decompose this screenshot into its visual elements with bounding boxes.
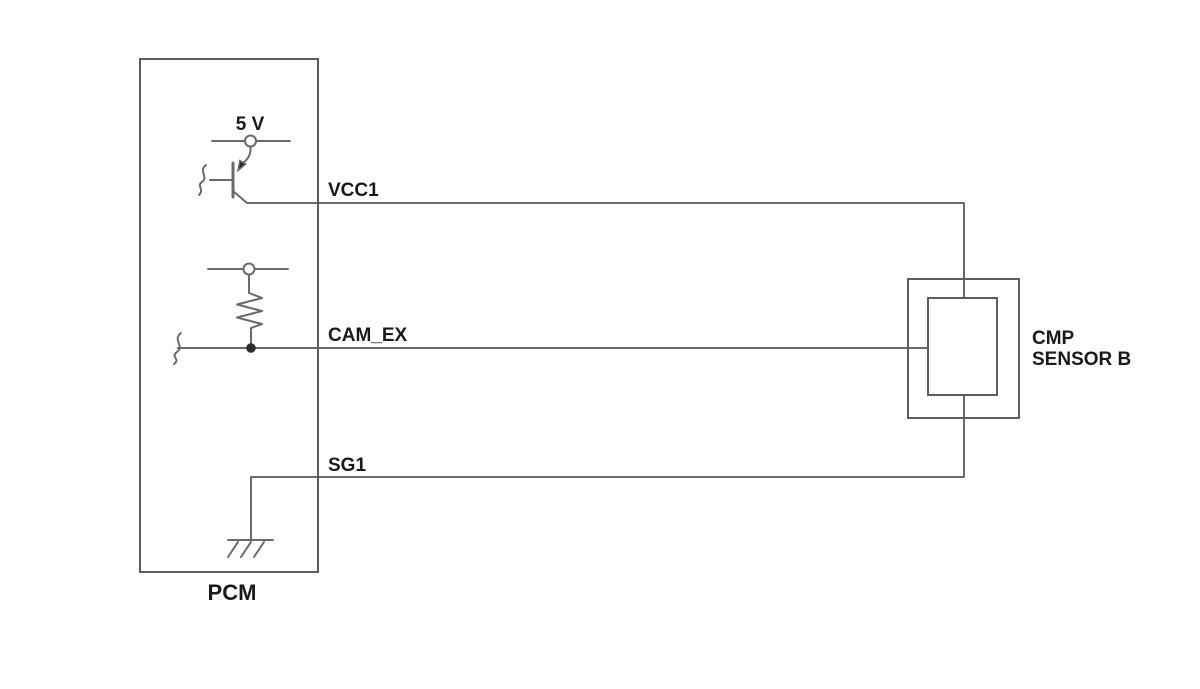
sensor-outer-box: [907, 278, 1020, 419]
transistor-emitter-wire: [242, 146, 252, 164]
supply-voltage-label: 5 V: [236, 114, 265, 135]
wire-layer: [173, 140, 965, 558]
cam-ex-wire-break-squiggle-icon: [173, 332, 182, 365]
resistor-icon: [236, 274, 263, 345]
net-label-sg1: SG1: [328, 455, 366, 476]
sg1-wire: [250, 394, 965, 541]
junction-dot-icon: [246, 343, 256, 353]
node-layer: [236, 134, 257, 353]
sensor-label-line1: CMP: [1032, 328, 1075, 349]
supply-terminal-pin-icon: [244, 134, 257, 148]
base-wire-break-squiggle-icon: [198, 164, 207, 196]
sensor-label-line2: SENSOR B: [1032, 349, 1131, 370]
ground-hash-2: [240, 541, 252, 558]
resistor-terminal-pin-icon: [242, 262, 256, 276]
net-label-vcc1: VCC1: [328, 180, 379, 201]
ground-hash-3: [253, 541, 265, 558]
net-label-cam-ex: CAM_EX: [328, 325, 408, 346]
transistor-emitter-arrow-icon: [236, 159, 247, 173]
ground-hash-1: [227, 541, 239, 558]
pcm-module-label: PCM: [208, 580, 257, 605]
label-layer: 5 V VCC1 CAM_EX SG1 PCM CMP SENSOR B: [208, 114, 1132, 605]
pcm-box: [139, 58, 319, 573]
vcc1-wire: [232, 190, 965, 299]
ground-icon: [227, 539, 274, 558]
box-layer: [139, 58, 1020, 573]
sensor-inner-box: [927, 297, 998, 396]
